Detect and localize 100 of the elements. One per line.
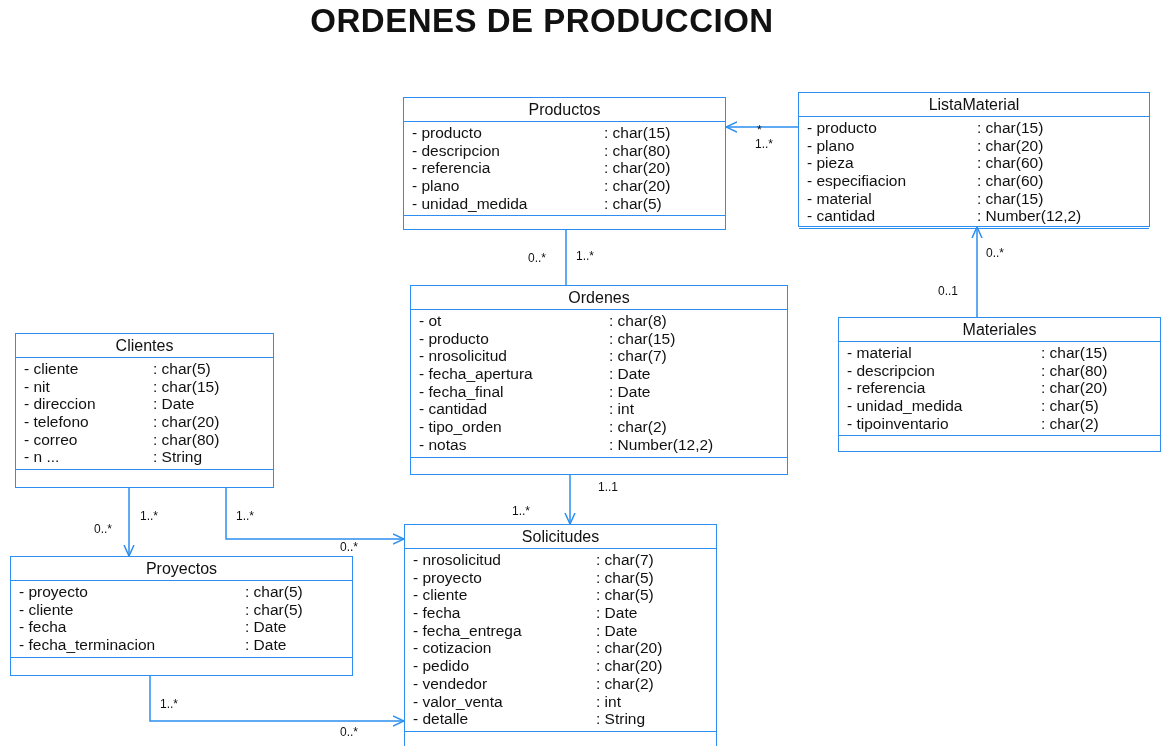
attribute-type: : char(80) — [604, 141, 671, 160]
attribute-name: - descripcion — [847, 361, 935, 380]
attribute-type: : char(80) — [1041, 361, 1108, 380]
attribute-type: : char(5) — [153, 360, 211, 378]
multiplicity-label: 0..* — [986, 246, 1004, 260]
attribute-name: - tipo_orden — [419, 418, 502, 436]
attribute-type: : char(15) — [1041, 344, 1108, 362]
attribute-type: : char(20) — [1041, 379, 1108, 398]
attribute-type: : char(15) — [604, 124, 671, 142]
attribute-type: : char(5) — [245, 600, 303, 619]
attribute-type: : char(80) — [153, 430, 220, 449]
attribute-name: - fecha_terminacion — [19, 636, 156, 654]
attribute-name: - notas — [419, 435, 467, 454]
class-name: Materiales — [962, 321, 1037, 338]
attribute-type: : String — [153, 448, 203, 467]
diagram-title: ORDENES DE PRODUCCION — [309, 2, 775, 40]
class-box — [838, 317, 1161, 452]
attribute-name: - plano — [807, 136, 855, 155]
association-line — [565, 229, 567, 286]
attribute-type: : char(5) — [1041, 397, 1099, 415]
attribute-type: : Date — [596, 604, 638, 622]
multiplicity-label: * — [757, 123, 762, 137]
class-name: Clientes — [115, 337, 174, 354]
multiplicity-label: 1..* — [576, 249, 594, 263]
attribute-name: - detalle — [413, 710, 469, 728]
attribute-type: : char(60) — [977, 172, 1044, 190]
class-box — [10, 556, 353, 676]
attribute-name: - descripcion — [412, 141, 500, 160]
class-box — [798, 92, 1150, 227]
class-box — [404, 524, 717, 746]
attribute-type: : Number(12,2) — [977, 207, 1082, 226]
multiplicity-label: 1..* — [755, 137, 773, 151]
class-box — [410, 285, 788, 475]
class-name: Solicitudes — [521, 528, 600, 545]
multiplicity-label: 0..* — [340, 540, 358, 554]
class-box — [15, 333, 274, 488]
attribute-type: : char(60) — [977, 154, 1044, 173]
class-name: Ordenes — [568, 289, 630, 306]
multiplicity-label: 1..* — [160, 697, 178, 711]
attribute-type: : String — [596, 710, 646, 728]
attribute-name: - fecha — [413, 604, 461, 622]
attribute-type: : Date — [245, 618, 287, 637]
attribute-name: - cliente — [24, 360, 79, 378]
attribute-type: : char(5) — [604, 194, 662, 213]
attribute-name: - proyecto — [413, 568, 482, 587]
attribute-name: - cantidad — [419, 400, 488, 419]
attribute-name: - cotizacion — [413, 639, 492, 658]
association-line — [225, 487, 405, 545]
attribute-type: : char(2) — [596, 674, 654, 693]
attribute-type: : Date — [609, 365, 651, 383]
attribute-name: - producto — [419, 329, 489, 348]
association-line — [725, 121, 799, 133]
attribute-name: - fecha — [19, 618, 67, 637]
attribute-type: : Date — [153, 395, 195, 414]
attribute-type: : char(15) — [977, 189, 1044, 208]
attribute-name: - unidad_medida — [847, 397, 963, 415]
attribute-name: - referencia — [412, 159, 491, 178]
attribute-name: - cliente — [19, 600, 74, 619]
attribute-name: - producto — [807, 119, 877, 137]
class-box — [403, 97, 726, 230]
attribute-type: : Date — [245, 636, 287, 654]
attribute-type: : Number(12,2) — [609, 435, 714, 454]
attribute-name: - telefono — [24, 413, 89, 431]
multiplicity-label: 0..* — [340, 725, 358, 739]
attribute-type: : char(5) — [596, 568, 654, 587]
attribute-type: : char(20) — [596, 639, 663, 658]
class-name: Productos — [528, 101, 601, 118]
attribute-name: - valor_venta — [413, 692, 503, 711]
attribute-name: - ot — [419, 312, 442, 330]
attribute-name: - plano — [412, 177, 460, 195]
attribute-type: : char(7) — [609, 347, 667, 366]
class-name: Proyectos — [145, 560, 218, 577]
multiplicity-label: 0..* — [528, 251, 546, 265]
attribute-name: - material — [847, 344, 912, 362]
attribute-type: : int — [596, 692, 621, 711]
attribute-type: : char(20) — [153, 413, 220, 431]
attribute-type: : char(15) — [153, 377, 220, 396]
attribute-type: : char(20) — [977, 136, 1044, 155]
attribute-name: - especifiacion — [807, 172, 907, 190]
attribute-name: - unidad_medida — [412, 194, 528, 213]
attribute-type: : char(2) — [1041, 414, 1099, 433]
attribute-type: : char(15) — [609, 329, 676, 348]
attribute-type: : int — [609, 400, 634, 419]
attribute-name: - vendedor — [413, 674, 488, 693]
attribute-type: : Date — [609, 382, 651, 401]
attribute-type: : char(20) — [604, 177, 671, 195]
attribute-name: - pedido — [413, 657, 469, 675]
attribute-type: : char(8) — [609, 312, 667, 330]
multiplicity-label: 1..* — [140, 509, 158, 523]
attribute-name: - nrosolicitud — [413, 551, 501, 569]
attribute-name: - proyecto — [19, 583, 88, 601]
attribute-type: : char(15) — [977, 119, 1044, 137]
attribute-name: - referencia — [847, 379, 926, 398]
attribute-name: - n ... — [24, 448, 60, 467]
attribute-name: - tipoinventario — [847, 414, 949, 433]
multiplicity-label: 1..1 — [598, 480, 618, 494]
association-line — [123, 487, 135, 557]
attribute-name: - nrosolicitud — [419, 347, 507, 366]
association-line — [564, 474, 576, 525]
multiplicity-label: 0..1 — [938, 284, 958, 298]
